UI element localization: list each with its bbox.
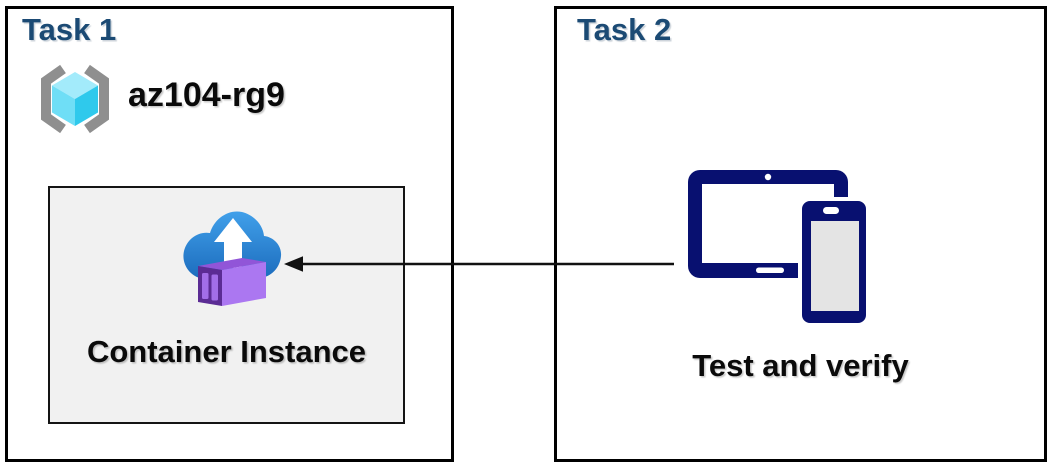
phone-speaker-slot (823, 207, 839, 214)
task1-title: Task 1 (22, 12, 117, 47)
container-instance-box: Container Instance (48, 186, 405, 424)
right-bracket (84, 64, 109, 134)
test-and-verify-label: Test and verify (692, 348, 909, 383)
container-instance-icon (183, 211, 282, 306)
phone-icon (798, 197, 870, 327)
tablet-and-phone-icon (688, 170, 870, 327)
container-cube (198, 258, 266, 306)
left-bracket (41, 64, 66, 134)
container-instance-label: Container Instance (86, 334, 367, 369)
task2-title: Task 2 (577, 12, 672, 47)
tablet-camera-dot (764, 173, 772, 181)
task1-box: Container Instance (5, 6, 454, 462)
tablet-home-slot (756, 267, 784, 273)
resource-group-name: az104-rg9 (128, 76, 285, 114)
upload-arrow-icon (214, 218, 252, 268)
cube-icon (52, 72, 98, 126)
resource-group-icon (41, 64, 109, 134)
